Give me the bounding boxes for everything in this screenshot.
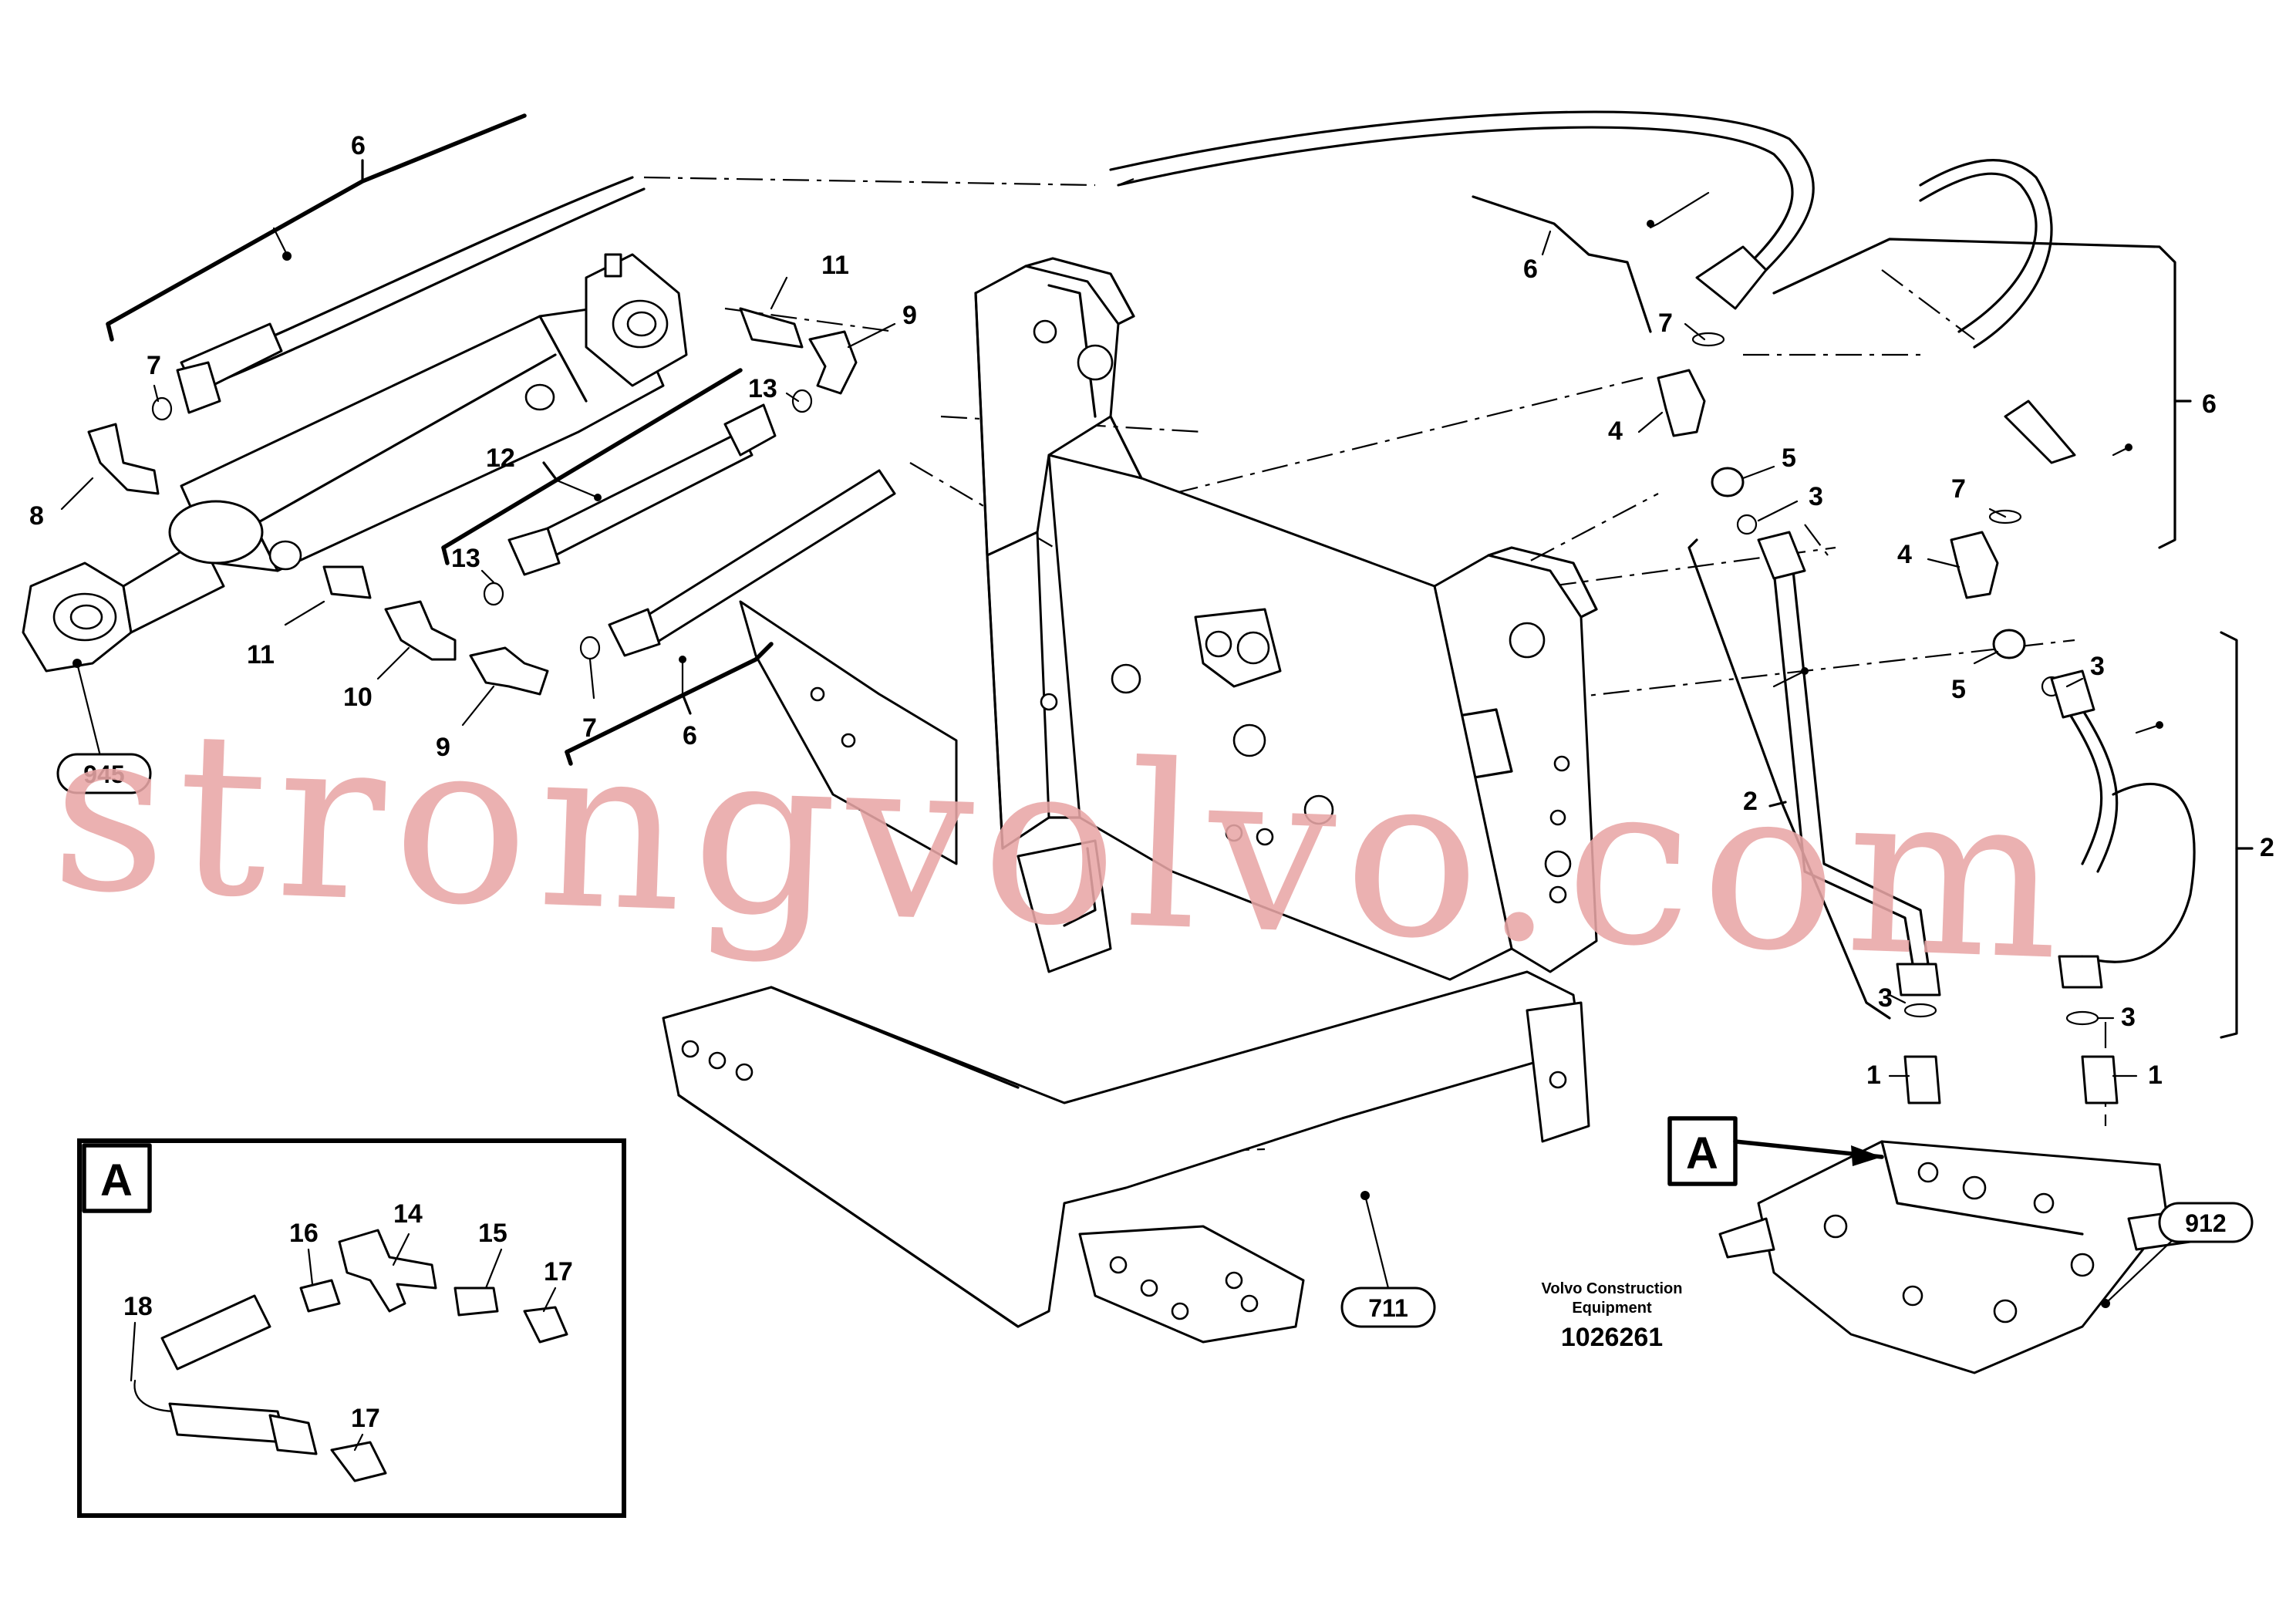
callout-6-mid: 6 [683,721,697,750]
callout-11-top: 11 [821,251,849,280]
detail-marker-letter: A [100,1155,133,1206]
callout-12: 12 [486,443,515,473]
callout-7-mid: 7 [582,713,597,743]
callout-9-top: 9 [902,301,917,330]
view-marker-main-letter: A [1686,1128,1718,1179]
detail-callout-14: 14 [393,1199,423,1229]
detail-view-a: A 14 16 15 17 18 17 [77,1138,626,1518]
callout-8: 8 [29,501,44,531]
callout-6-center: 6 [1523,255,1538,284]
watermark: strongvolvo.com [48,678,2074,1010]
callout-6-right: 6 [2202,389,2217,419]
detail-callout-15: 15 [478,1219,507,1248]
ref-pill-945 [56,753,152,794]
callout-13-top: 13 [748,374,777,403]
hose-assemblies-left [176,176,896,657]
callout-9-mid: 9 [436,733,450,762]
callout-2-right: 2 [2260,833,2274,862]
detail-callout-16: 16 [289,1219,319,1248]
callout-11-mid: 11 [247,640,275,669]
ref-912: 912 [2185,1209,2226,1237]
callout-3-center: 3 [1809,482,1823,511]
callout-5-right: 5 [1951,675,1966,704]
callouts: 6 7 8 11 9 13 12 13 11 10 9 7 6 6 7 4 5 … [29,131,2274,1090]
view-marker-main: A [1667,1116,1738,1186]
hose-assemblies-right [1109,110,2196,1374]
caption-doc-number: 1026261 [1561,1323,1663,1352]
ref-945: 945 [83,760,124,788]
detail-callout-17-upper: 17 [544,1257,573,1286]
callout-3-lower-left: 3 [1878,983,1893,1013]
ref-pill-912 [2158,1202,2254,1243]
loader-frame [662,257,1598,1344]
callout-7-left: 7 [147,351,161,380]
callout-7-center: 7 [1658,309,1673,338]
callout-3-right: 3 [2090,652,2105,681]
callout-13-mid: 13 [451,544,480,573]
callout-4-right: 4 [1897,540,1912,569]
callout-3-lower-right: 3 [2121,1003,2136,1032]
ref-711: 711 [1368,1294,1408,1322]
callout-5-center: 5 [1782,443,1796,473]
callout-4-center: 4 [1608,416,1623,446]
detail-callout-18: 18 [123,1292,153,1321]
callout-7-right: 7 [1951,474,1966,504]
callout-10: 10 [343,683,373,712]
callout-2-left: 2 [1743,787,1758,816]
detail-callout-17-lower: 17 [351,1404,380,1433]
fittings-left [87,307,858,696]
callout-6-top-left: 6 [351,131,366,160]
callout-1-left: 1 [1866,1061,1881,1090]
caption: Volvo Construction Equipment 1026261 [1542,1280,1683,1352]
ref-pill-711 [1340,1286,1436,1328]
lift-cylinder [22,253,688,673]
callout-1-right: 1 [2148,1061,2163,1090]
caption-brand-line2: Equipment [1572,1300,1652,1317]
leader-lines [60,113,2254,1308]
caption-brand-line1: Volvo Construction [1542,1280,1683,1297]
reference-labels: 945 711 912 [56,753,2254,1328]
